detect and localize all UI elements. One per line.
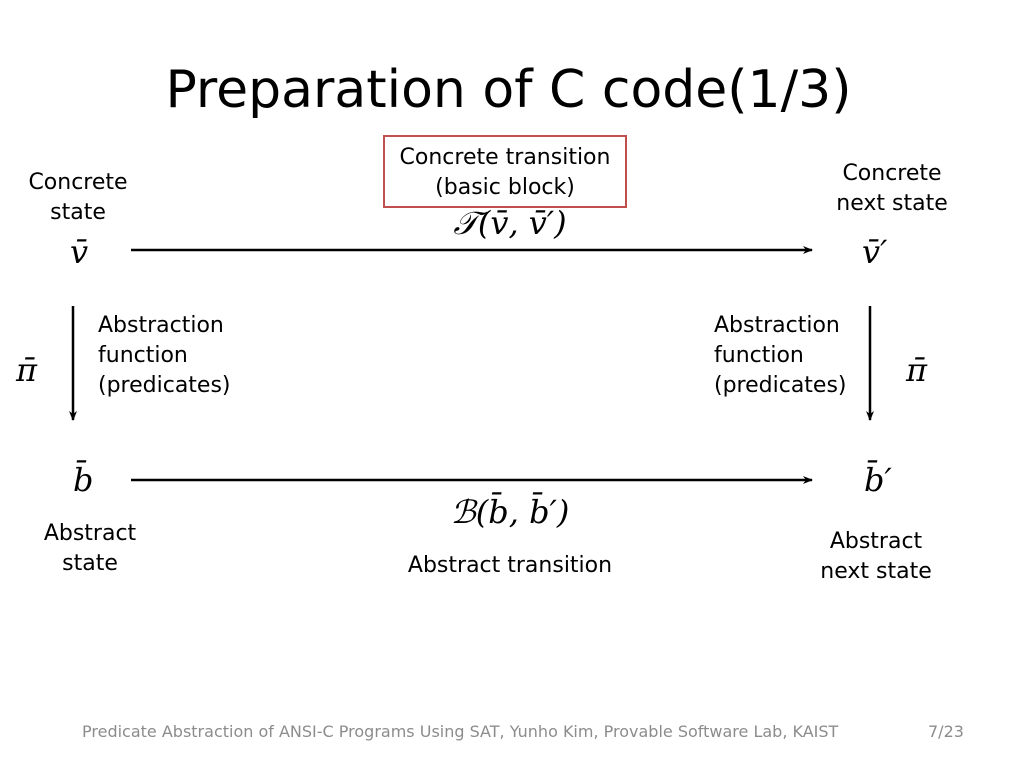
pi-symbol-left: π̄ [16,351,38,389]
abstract-transition-label: Abstract transition [407,553,613,578]
concrete-state-line1: Concrete [28,170,128,195]
abstract-state-line1: Abstract [43,521,137,546]
slide-title: Preparation of C code(1/3) [165,60,852,120]
abstract-state-line2: state [62,551,118,576]
abstract-transition-formula: ℬ(b̄, b̄′) [450,493,570,531]
pi-symbol-right: π̄ [906,351,928,389]
abstraction-right-line3: (predicates) [714,373,847,398]
abstract-state-symbol: b̄ [73,461,94,499]
abstract-next-state-label: Abstract next state [810,527,942,587]
concrete-state-symbol: v̄ [70,233,89,271]
abstract-next-state-line2: next state [820,559,932,584]
abstract-next-state-symbol: b̄′ [864,461,892,499]
abstraction-left-line3: (predicates) [98,373,231,398]
concrete-next-state-line2: next state [836,191,948,216]
concrete-next-state-label: Concrete next state [826,159,958,219]
abstraction-left-line2: function [98,343,188,368]
abstract-next-state-line1: Abstract [829,529,923,554]
concrete-next-state-symbol: v̄′ [862,233,888,271]
concrete-transition-label: Concrete transition (basic block) [383,143,627,203]
page-number: 7/23 [928,722,964,741]
concrete-transition-box [383,135,627,208]
concrete-transition-line1: Concrete transition [399,145,611,170]
concrete-transition-formula: 𝒯(v̄, v̄′) [453,204,567,242]
abstract-state-label: Abstract state [30,519,150,579]
concrete-transition-line2: (basic block) [435,175,575,200]
abstraction-function-left: Abstraction function (predicates) [98,311,231,401]
slide-footer: Predicate Abstraction of ANSI-C Programs… [82,722,839,741]
abstraction-function-right: Abstraction function (predicates) [714,311,847,401]
concrete-state-label: Concrete state [18,168,138,228]
concrete-state-line2: state [50,200,106,225]
abstraction-left-line1: Abstraction [98,313,224,338]
abstraction-right-line1: Abstraction [714,313,840,338]
concrete-next-state-line1: Concrete [842,161,942,186]
abstraction-right-line2: function [714,343,804,368]
